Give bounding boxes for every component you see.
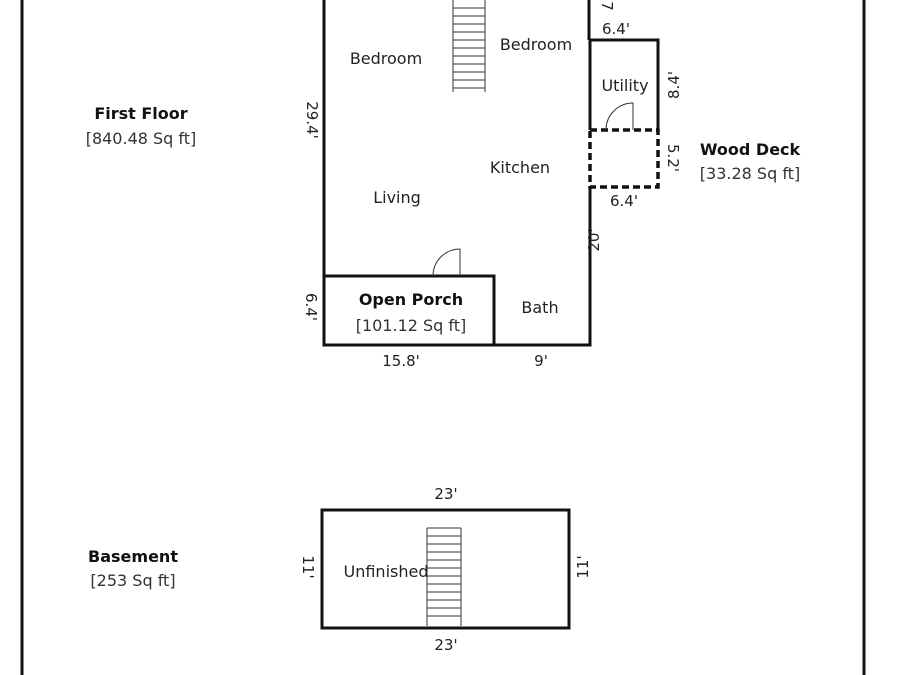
first-floor-area: [840.48 Sq ft] (86, 129, 197, 148)
staircase-basement (426, 527, 462, 626)
dim-top-notch: 7 (598, 1, 616, 11)
room-label-utility: Utility (601, 76, 648, 95)
dim-bottom-bath: 9' (534, 352, 548, 370)
dim-right-lower: 20' (585, 228, 603, 251)
dim-bottom-porch: 15.8' (382, 352, 420, 370)
room-label-bedroom-right: Bedroom (500, 35, 572, 54)
dim-basement-right: 11' (574, 555, 592, 578)
dim-basement-top: 23' (434, 485, 457, 503)
wood-deck-title: Wood Deck (700, 140, 801, 159)
dim-basement-bottom: 23' (434, 636, 457, 654)
room-label-kitchen: Kitchen (490, 158, 550, 177)
dim-deck-bottom: 6.4' (610, 192, 638, 210)
staircase-first-floor (452, 0, 486, 92)
open-porch-title: Open Porch (359, 290, 463, 309)
basement-area: [253 Sq ft] (90, 571, 175, 590)
first-floor-plan: Bedroom Bedroom Utility Kitchen Living B… (86, 0, 801, 370)
dim-left-wall-porch: 6.4' (302, 293, 320, 321)
dim-deck-side: 5.2' (664, 144, 682, 172)
first-floor-title: First Floor (94, 104, 187, 123)
porch-door (432, 248, 461, 277)
room-label-living: Living (373, 188, 421, 207)
room-label-unfinished: Unfinished (344, 562, 429, 581)
wood-deck-outline (588, 128, 660, 189)
first-floor-outline (322, 0, 660, 347)
porch-wall (324, 274, 496, 345)
dim-left-wall-upper: 29.4' (303, 101, 321, 139)
basement-outline (320, 508, 571, 630)
open-porch-area: [101.12 Sq ft] (356, 316, 467, 335)
dim-utility-right: 8.4' (665, 71, 683, 99)
dim-utility-top: 6.4' (602, 20, 630, 38)
room-label-bath: Bath (521, 298, 558, 317)
wood-deck-area: [33.28 Sq ft] (700, 164, 800, 183)
room-label-bedroom-left: Bedroom (350, 49, 422, 68)
deck-door (605, 102, 634, 131)
basement-plan: Unfinished 23' 23' 11' 11' Basement [253… (88, 485, 592, 654)
dim-basement-left: 11' (299, 555, 317, 578)
basement-title: Basement (88, 547, 178, 566)
